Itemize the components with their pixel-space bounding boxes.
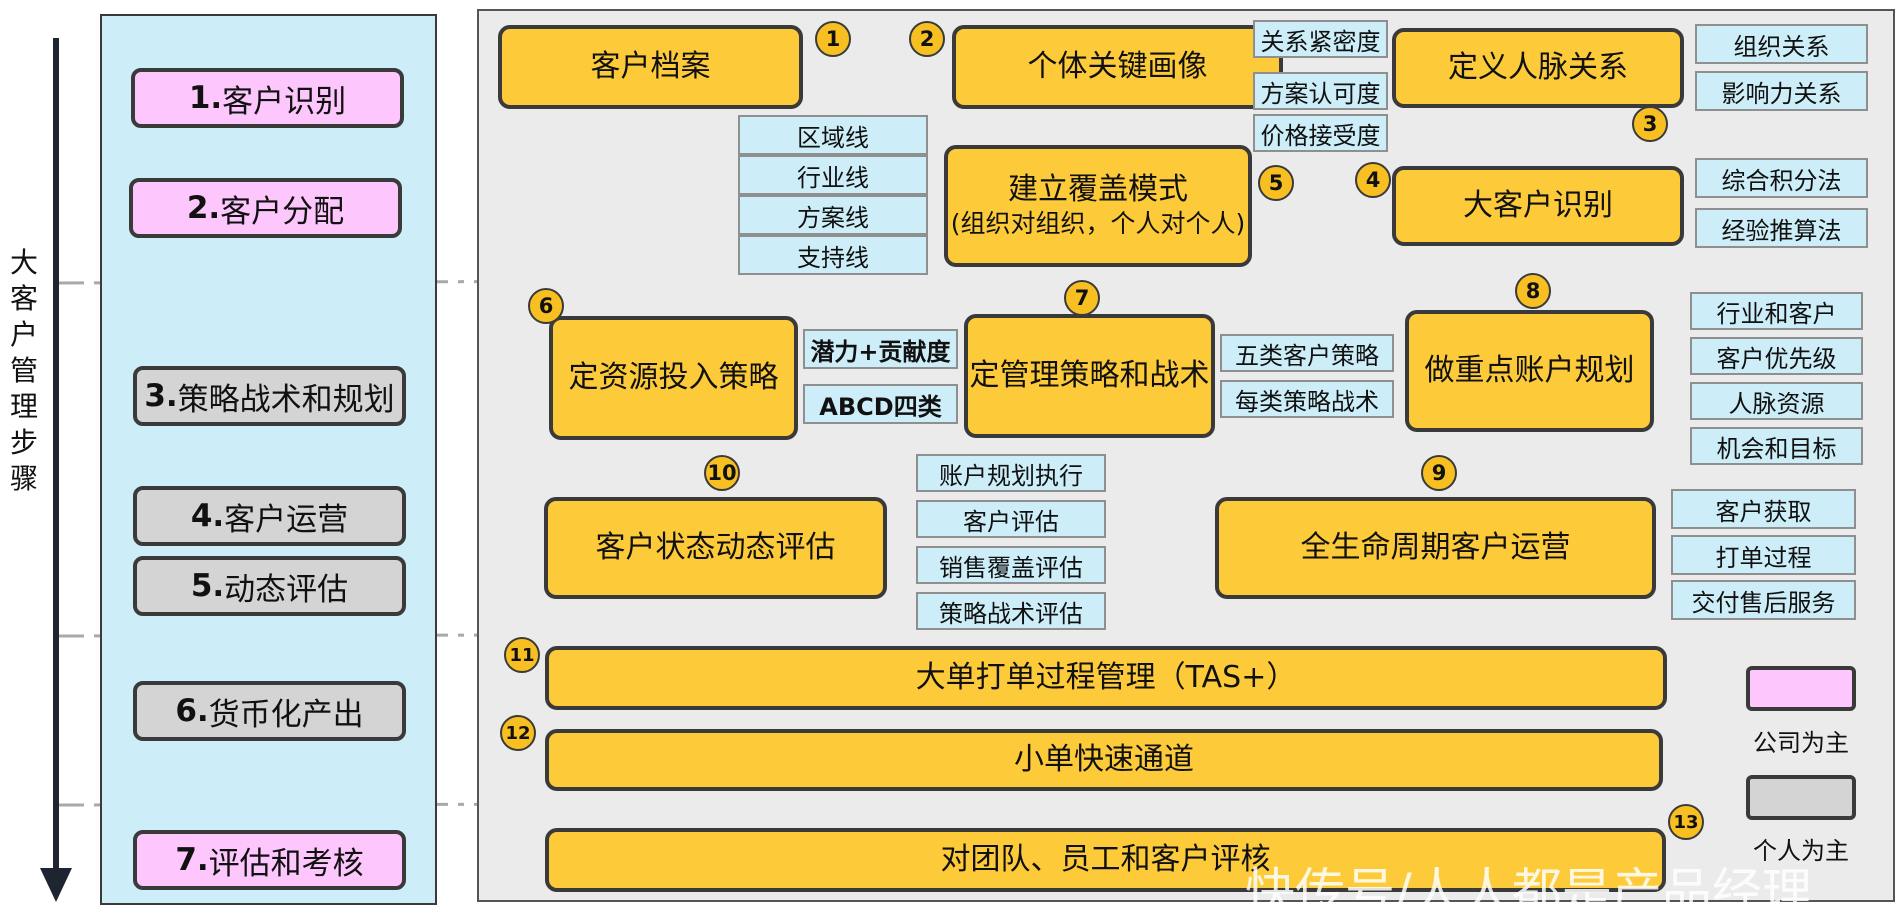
badge-9: 9 (1421, 455, 1457, 491)
tag-industry-customer: 行业和客户 (1690, 292, 1863, 330)
tag-potential-contribution: 潜力+贡献度 (803, 329, 958, 369)
badge-3: 3 (1632, 106, 1668, 142)
tag-deal-process: 打单过程 (1671, 535, 1856, 575)
node-management-strategy: 定管理策略和战术 (964, 314, 1215, 438)
tag-customer-acquisition: 客户获取 (1671, 489, 1856, 529)
legend-label-individual: 个人为主 (1753, 837, 1849, 865)
node-dynamic-evaluation: 客户状态动态评估 (544, 497, 887, 599)
node-customer-file: 客户档案 (498, 25, 803, 109)
tag-tactics-per-class: 每类策略战术 (1220, 380, 1394, 418)
badge-13: 13 (1668, 804, 1704, 840)
badge-5: 5 (1258, 165, 1294, 201)
tag-influence-relation: 影响力关系 (1695, 71, 1868, 111)
tag-customer-assessment: 客户评估 (916, 500, 1106, 538)
legend-label-company: 公司为主 (1753, 729, 1849, 757)
tag-relation-closeness: 关系紧密度 (1253, 20, 1388, 58)
node-big-deal-process: 大单打单过程管理（TAS+） (545, 646, 1667, 710)
step-monetized-output: 6.货币化产出 (133, 681, 406, 741)
tag-sales-coverage-eval: 销售覆盖评估 (916, 546, 1106, 584)
step-strategy-planning: 3.策略战术和规划 (133, 366, 406, 426)
tag-solution-acceptance: 方案认可度 (1253, 72, 1388, 110)
vertical-title-char: 步 (9, 426, 38, 459)
tag-delivery-service: 交付售后服务 (1671, 580, 1856, 620)
node-persona: 个体关键画像 (952, 25, 1283, 109)
vertical-title-char: 客 (9, 282, 38, 315)
node-relations: 定义人脉关系 (1392, 28, 1684, 108)
legend-swatch-individual (1746, 775, 1856, 820)
node-team-evaluation: 对团队、员工和客户评核 (545, 828, 1666, 892)
step-dynamic-evaluation: 5.动态评估 (133, 556, 406, 616)
step-customer-allocation: 2.客户分配 (129, 178, 402, 238)
tag-experience-estimate: 经验推算法 (1695, 208, 1868, 248)
vertical-title-char: 户 (9, 318, 38, 351)
badge-8: 8 (1515, 273, 1551, 309)
node-lifecycle-operation: 全生命周期客户运营 (1215, 497, 1656, 599)
badge-4: 4 (1355, 162, 1391, 198)
badge-2: 2 (909, 21, 945, 57)
badge-11: 11 (504, 637, 540, 673)
tag-industry-line: 行业线 (738, 155, 928, 195)
node-account-plan: 做重点账户规划 (1405, 310, 1654, 432)
tag-org-relation: 组织关系 (1695, 24, 1868, 64)
tag-composite-score: 综合积分法 (1695, 158, 1868, 198)
tag-strategy-eval: 策略战术评估 (916, 592, 1106, 630)
tag-plan-execution: 账户规划执行 (916, 454, 1106, 492)
vertical-title-char: 骤 (9, 462, 38, 495)
tag-network-resources: 人脉资源 (1690, 382, 1863, 420)
tag-region-line: 区域线 (738, 115, 928, 155)
vertical-title-char: 管 (9, 354, 38, 387)
badge-7: 7 (1064, 280, 1100, 316)
tag-opportunity-goal: 机会和目标 (1690, 427, 1863, 465)
watermark: 快传号/人人都是产品经理 (1245, 863, 1812, 914)
tag-solution-line: 方案线 (738, 195, 928, 235)
steps-panel (100, 14, 437, 905)
node-resource-strategy: 定资源投入策略 (549, 316, 798, 440)
badge-1: 1 (815, 21, 851, 57)
badge-10: 10 (704, 455, 740, 491)
legend-swatch-company (1746, 666, 1856, 711)
badge-6: 6 (528, 288, 564, 324)
tag-customer-priority: 客户优先级 (1690, 337, 1863, 375)
node-key-account-id: 大客户识别 (1392, 166, 1684, 246)
vertical-title: 大 客 户 管 理 步 骤 (2, 245, 46, 497)
badge-12: 12 (500, 715, 536, 751)
tag-support-line: 支持线 (738, 235, 928, 275)
node-coverage-model: 建立覆盖模式(组织对组织，个人对个人) (944, 145, 1252, 267)
step-assessment: 7.评估和考核 (133, 830, 406, 890)
tag-price-acceptance: 价格接受度 (1253, 114, 1388, 152)
tag-abcd-classes: ABCD四类 (803, 384, 958, 424)
vertical-title-char: 理 (9, 390, 38, 423)
step-customer-identification: 1.客户识别 (131, 68, 404, 128)
node-small-deal-channel: 小单快速通道 (545, 729, 1663, 791)
tag-five-strategies: 五类客户策略 (1220, 334, 1394, 372)
step-customer-operation: 4.客户运营 (133, 486, 406, 546)
vertical-title-char: 大 (9, 246, 38, 279)
